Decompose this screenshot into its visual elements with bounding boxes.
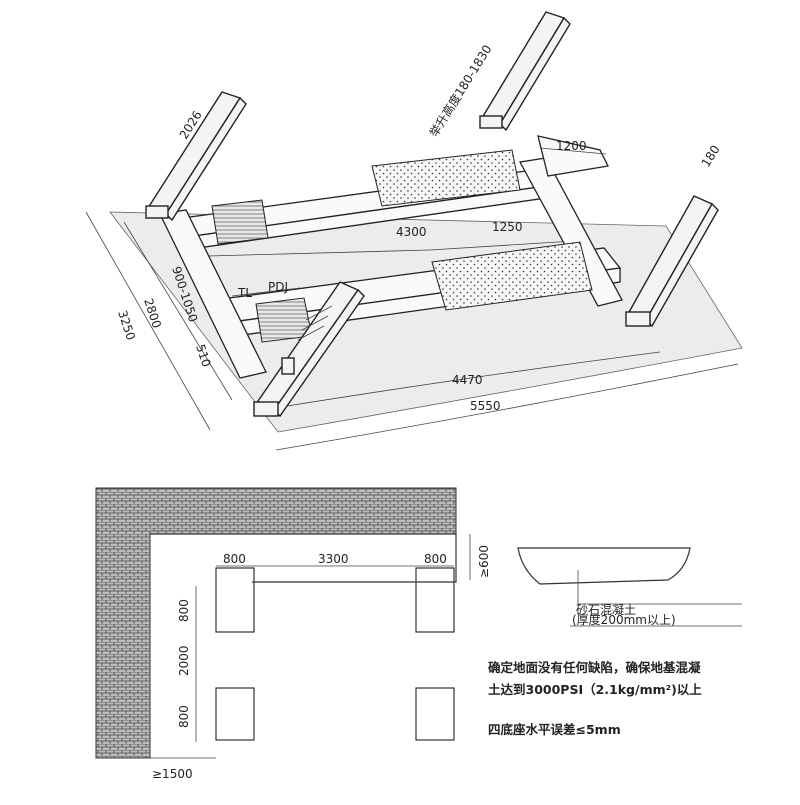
- concrete-section: [517, 547, 691, 585]
- note-line-1: 确定地面没有任何缺陷，确保地基混凝: [488, 660, 701, 675]
- section-leader: [577, 570, 742, 605]
- pad-top-right: [415, 567, 455, 633]
- pad-bottom-left: [215, 687, 255, 741]
- label-tl: TL: [237, 286, 252, 300]
- post-rear-right: [625, 195, 719, 328]
- dim-4470: 4470: [452, 373, 483, 387]
- dim-pad-width-right: 800: [424, 552, 447, 566]
- dim-line-2800: [123, 221, 233, 401]
- note-line-2: 土达到3000PSI（2.1kg/mm²)以上: [488, 682, 702, 697]
- dim-4300: 4300: [396, 225, 427, 239]
- dim-edge-600: ≥600: [477, 545, 491, 578]
- turn-plate-rear: [371, 149, 521, 207]
- dim-line-4300: [207, 249, 431, 257]
- brick-wall: [95, 487, 457, 759]
- lift-3d-view: 2026 举升高度180-1830 1200 180 4300 1250 900…: [85, 11, 743, 451]
- tl-pdj-leader: [231, 287, 301, 297]
- dim-180: 180: [699, 143, 723, 170]
- dim-side-1500: ≥1500: [152, 767, 193, 781]
- pad-top-left: [215, 567, 255, 633]
- dim-2800: 2800: [141, 297, 164, 330]
- dim-spacing-2000: 2000: [177, 645, 191, 676]
- section-label-material: 砂石混凝土: [576, 602, 636, 617]
- lock-ladder: [297, 305, 333, 341]
- dim-3250: 3250: [115, 309, 138, 342]
- dim-pad-depth-bottom: 800: [177, 705, 191, 728]
- dim-line-4470: [261, 351, 661, 411]
- dim-pad-depth-top: 800: [177, 599, 191, 622]
- dim-1250: 1250: [492, 220, 523, 234]
- slip-plate-left: [211, 199, 269, 245]
- dim-span-3300: 3300: [318, 552, 349, 566]
- dim-line-5550: [275, 363, 739, 451]
- post-front-left: [145, 91, 247, 222]
- dim-line-3250: [85, 211, 211, 431]
- section-label-thickness: (厚度200mm以上): [572, 612, 676, 627]
- approach-ramp: [537, 135, 609, 177]
- label-pdj: PDJ: [268, 280, 288, 294]
- floor-outline: [150, 533, 457, 583]
- dim-pad-width-left: 800: [223, 552, 246, 566]
- hydraulic-cylinder: [281, 357, 295, 375]
- note-line-3: 四底座水平误差≤5mm: [488, 722, 621, 737]
- dim-5550: 5550: [470, 399, 501, 413]
- foundation-plan: 800 3300 800 ≥600 800 2000 800 ≥1500 砂石混…: [95, 487, 742, 781]
- dim-510: 510: [193, 343, 213, 369]
- dim-1200: 1200: [556, 139, 587, 153]
- ramp-dim-line: [539, 147, 607, 155]
- turn-plate-front: [431, 241, 593, 311]
- pad-bottom-right: [415, 687, 455, 741]
- post-rear-left: [479, 11, 571, 132]
